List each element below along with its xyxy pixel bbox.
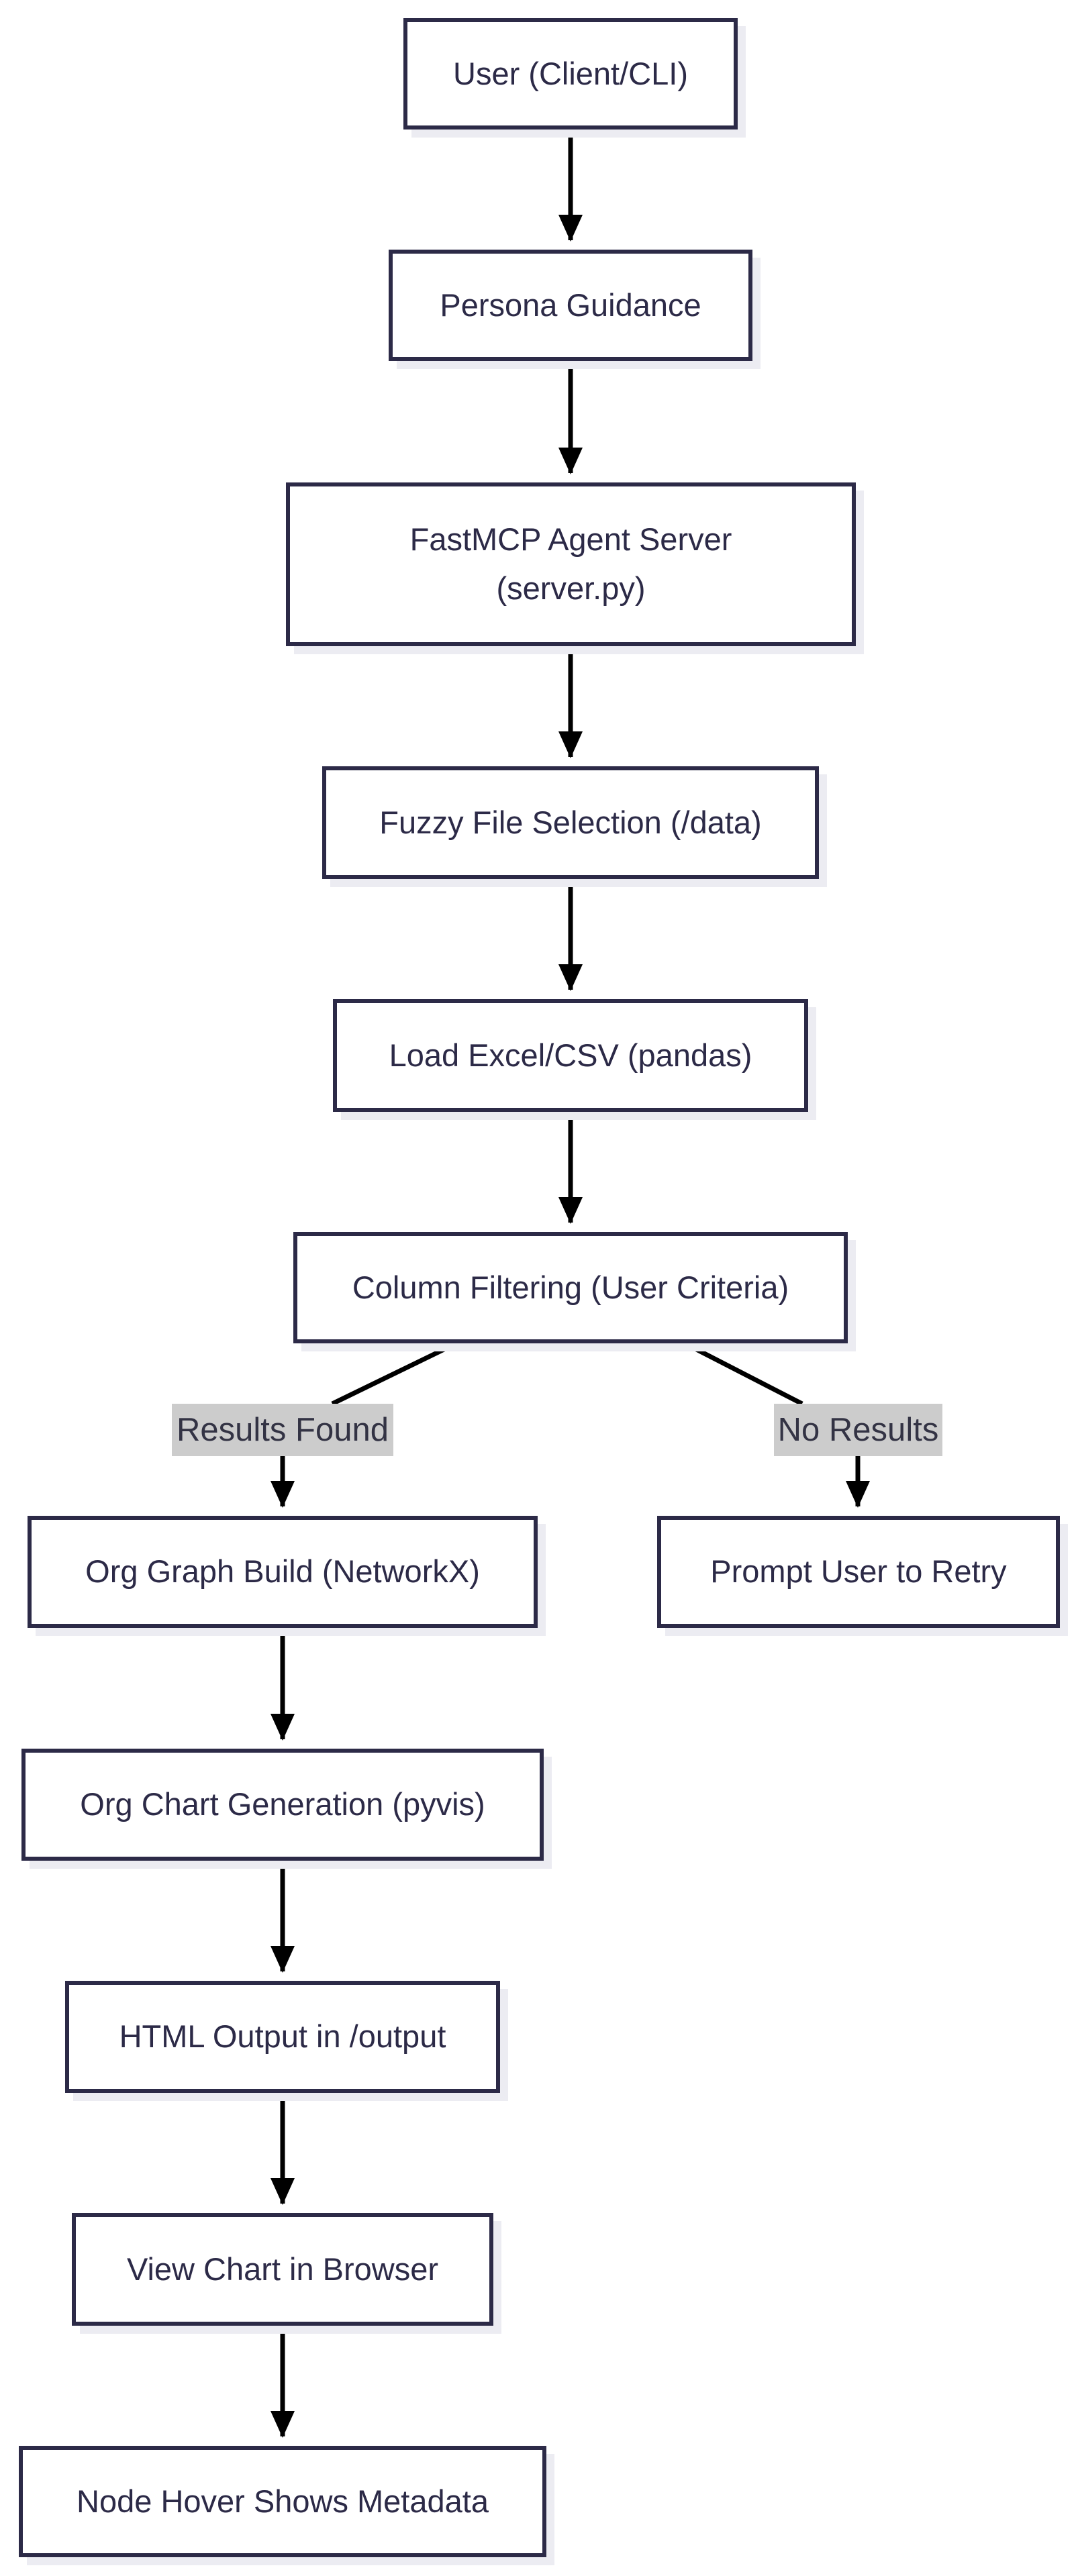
- node-load-excel-csv-label: Load Excel/CSV (pandas): [389, 1037, 752, 1073]
- node-org-graph-build: Org Graph Build (NetworkX): [28, 1516, 538, 1628]
- node-fuzzy-file-selection: Fuzzy File Selection (/data): [322, 766, 819, 879]
- node-html-output: HTML Output in /output: [65, 1981, 500, 2093]
- node-column-filtering: Column Filtering (User Criteria): [293, 1232, 848, 1343]
- node-hover-metadata-label: Node Hover Shows Metadata: [77, 2483, 489, 2519]
- node-html-output-label: HTML Output in /output: [119, 2018, 446, 2055]
- node-org-chart-generation-label: Org Chart Generation (pyvis): [80, 1786, 485, 1822]
- node-fuzzy-file-selection-label: Fuzzy File Selection (/data): [379, 804, 762, 840]
- node-fastmcp-server: FastMCP Agent Server (server.py): [286, 482, 856, 646]
- node-view-chart-browser: View Chart in Browser: [72, 2213, 493, 2326]
- node-org-chart-generation: Org Chart Generation (pyvis): [21, 1749, 544, 1861]
- node-prompt-retry: Prompt User to Retry: [657, 1516, 1060, 1628]
- node-org-graph-build-label: Org Graph Build (NetworkX): [85, 1553, 480, 1590]
- edge-filter-found-label: [331, 1341, 458, 1406]
- edge-label-no-results: No Results: [774, 1404, 942, 1456]
- node-fastmcp-server-label: FastMCP Agent Server (server.py): [409, 521, 732, 606]
- node-hover-metadata: Node Hover Shows Metadata: [19, 2446, 546, 2557]
- edge-label-results-found: Results Found: [172, 1404, 393, 1456]
- node-prompt-retry-label: Prompt User to Retry: [710, 1553, 1007, 1590]
- node-view-chart-browser-label: View Chart in Browser: [126, 2251, 439, 2287]
- node-persona-guidance: Persona Guidance: [389, 250, 752, 361]
- node-persona-guidance-label: Persona Guidance: [440, 287, 701, 323]
- node-column-filtering-label: Column Filtering (User Criteria): [352, 1269, 789, 1305]
- node-user-label: User (Client/CLI): [453, 55, 688, 91]
- node-load-excel-csv: Load Excel/CSV (pandas): [333, 999, 808, 1112]
- node-user: User (Client/CLI): [403, 18, 738, 130]
- edge-filter-none-label: [683, 1341, 803, 1406]
